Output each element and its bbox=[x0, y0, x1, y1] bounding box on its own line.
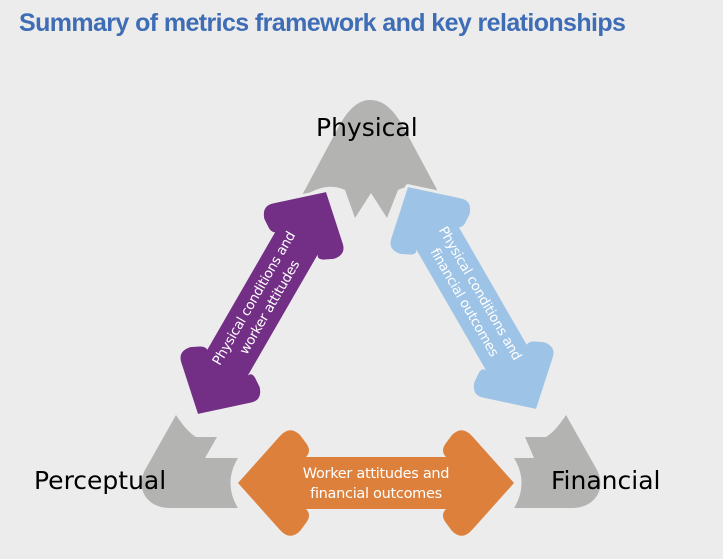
cycle-triangle bbox=[141, 100, 601, 508]
triangle-top-segment bbox=[300, 100, 442, 218]
relationship-label-perceptual-financial: Worker attitudes and financial outcomes bbox=[302, 464, 450, 504]
page-title: Summary of metrics framework and key rel… bbox=[19, 9, 626, 37]
node-label-financial: Financial bbox=[551, 466, 661, 495]
relationship-line-2: financial outcomes bbox=[310, 486, 442, 502]
arrow-physical-financial bbox=[387, 184, 557, 412]
triangle-right-segment bbox=[514, 415, 601, 508]
triangle-left-segment bbox=[141, 415, 238, 508]
relationship-line-1: Worker attitudes and bbox=[302, 466, 450, 482]
node-label-physical: Physical bbox=[316, 113, 418, 142]
node-label-perceptual: Perceptual bbox=[34, 466, 167, 495]
arrow-perceptual-financial bbox=[235, 427, 517, 539]
arrow-physical-perceptual bbox=[177, 189, 347, 417]
